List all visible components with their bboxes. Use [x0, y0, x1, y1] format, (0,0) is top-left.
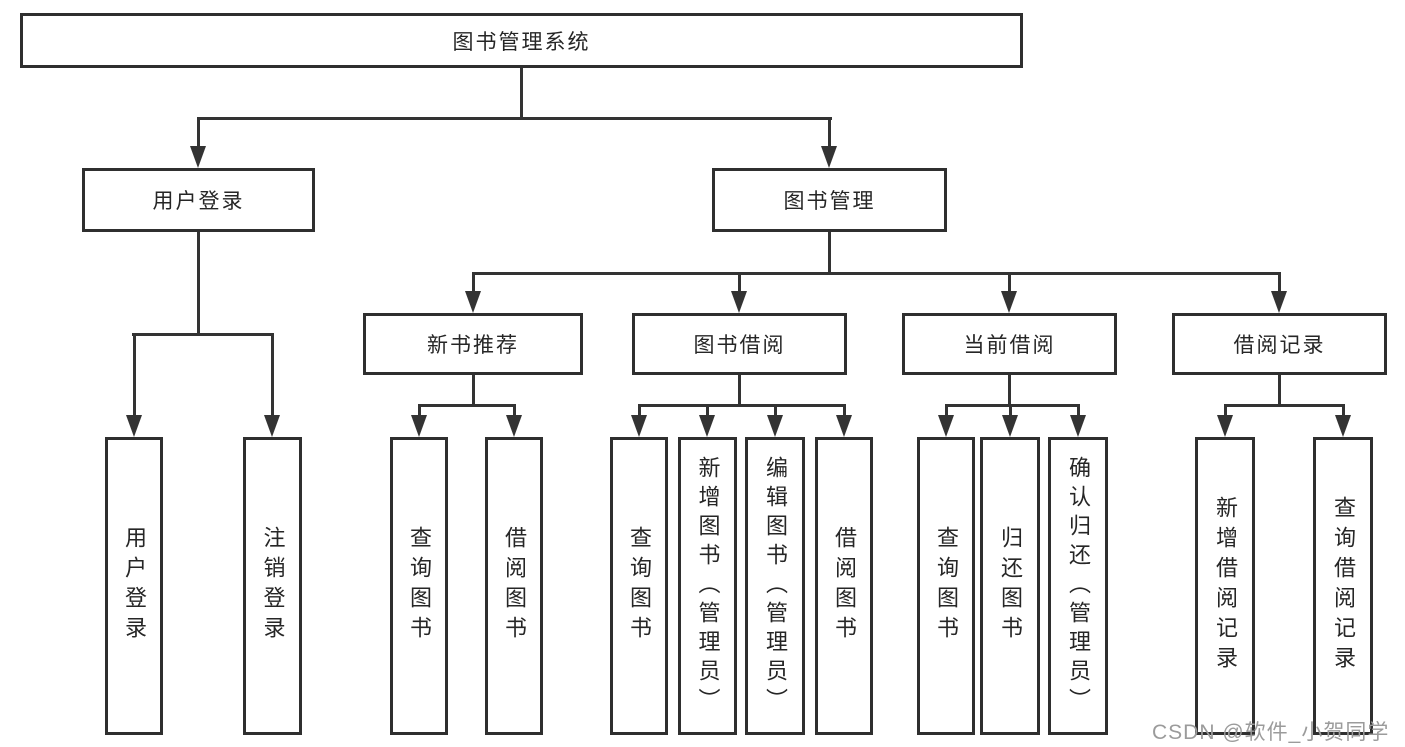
node-book-borrowing: 图书借阅	[632, 313, 847, 375]
connector-records-hline	[1224, 404, 1345, 407]
connector-shaft	[1008, 272, 1011, 293]
node-root-label: 图书管理系统	[452, 30, 591, 54]
leaf-confirm-return-admin-label: 确认归还（管理员）	[1066, 455, 1091, 717]
connector-current-stub	[1008, 375, 1011, 406]
connector-root-stub	[520, 68, 523, 119]
arrow-down-icon	[1271, 291, 1287, 313]
connector-shaft	[945, 404, 948, 417]
node-book-management-label: 图书管理	[783, 190, 876, 213]
arrow-down-icon	[938, 415, 954, 437]
connector-shaft	[1278, 272, 1281, 293]
connector-recommend-hline	[418, 404, 516, 407]
node-book-borrowing-label: 图书借阅	[693, 334, 786, 357]
connector-shaft	[1342, 404, 1345, 417]
arrow-down-icon	[821, 146, 837, 168]
connector-shaft	[1009, 404, 1012, 417]
leaf-query-books-recommend: 查询图书	[390, 437, 448, 735]
arrow-down-icon	[836, 415, 852, 437]
node-current-borrowing-label: 当前借阅	[963, 334, 1056, 357]
arrow-down-icon	[1001, 291, 1017, 313]
node-current-borrowing: 当前借阅	[902, 313, 1117, 375]
leaf-add-books-admin: 新增图书（管理员）	[678, 437, 737, 735]
leaf-logout-login-label: 注销登录	[260, 526, 286, 646]
arrow-down-icon	[1070, 415, 1086, 437]
leaf-add-borrow-record-label: 新增借阅记录	[1213, 496, 1238, 676]
arrow-down-icon	[126, 415, 142, 437]
leaf-query-books-borrowing: 查询图书	[610, 437, 668, 735]
leaf-edit-books-admin: 编辑图书（管理员）	[745, 437, 805, 735]
arrow-down-icon	[264, 415, 280, 437]
leaf-query-borrow-record-label: 查询借阅记录	[1331, 496, 1356, 676]
node-new-book-recommendation: 新书推荐	[363, 313, 583, 375]
connector-shaft	[843, 404, 846, 417]
leaf-borrow-books-recommend-label: 借阅图书	[502, 526, 527, 646]
arrow-down-icon	[411, 415, 427, 437]
connector-borrowing-stub	[738, 375, 741, 406]
leaf-add-books-admin-label: 新增图书（管理员）	[695, 455, 721, 717]
connector-shaft	[271, 333, 274, 417]
node-new-book-recommendation-label: 新书推荐	[427, 334, 519, 357]
connector-shaft	[828, 117, 831, 148]
leaf-query-books-current-label: 查询图书	[934, 526, 959, 646]
connector-shaft	[738, 272, 741, 293]
connector-user-login-stub	[197, 232, 200, 335]
arrow-down-icon	[506, 415, 522, 437]
node-borrowing-records: 借阅记录	[1172, 313, 1387, 375]
arrow-down-icon	[1002, 415, 1018, 437]
connector-shaft	[1077, 404, 1080, 417]
connector-borrowing-hline	[638, 404, 846, 407]
leaf-query-borrow-record: 查询借阅记录	[1313, 437, 1373, 735]
arrow-down-icon	[767, 415, 783, 437]
leaf-edit-books-admin-label: 编辑图书（管理员）	[763, 455, 788, 717]
connector-shaft	[513, 404, 516, 417]
connector-shaft	[418, 404, 421, 417]
node-borrowing-records-label: 借阅记录	[1233, 334, 1326, 357]
connector-shaft	[706, 404, 709, 417]
node-user-login: 用户登录	[82, 168, 315, 232]
connector-shaft	[472, 272, 475, 293]
leaf-user-login: 用户登录	[105, 437, 163, 735]
node-user-login-label: 用户登录	[152, 190, 245, 213]
leaf-borrow-books-borrowing-label: 借阅图书	[832, 526, 857, 646]
node-book-management: 图书管理	[712, 168, 947, 232]
arrow-down-icon	[190, 146, 206, 168]
leaf-add-borrow-record: 新增借阅记录	[1195, 437, 1255, 735]
connector-book-mgmt-stub	[828, 232, 831, 274]
arrow-down-icon	[1335, 415, 1351, 437]
leaf-user-login-label: 用户登录	[122, 526, 147, 646]
leaf-query-books-recommend-label: 查询图书	[407, 526, 432, 646]
leaf-return-books: 归还图书	[980, 437, 1040, 735]
leaf-borrow-books-borrowing: 借阅图书	[815, 437, 873, 735]
connector-shaft	[638, 404, 641, 417]
csdn-watermark: CSDN @软件_小贺同学	[1152, 721, 1390, 744]
arrow-down-icon	[465, 291, 481, 313]
leaf-query-books-borrowing-label: 查询图书	[627, 526, 652, 646]
leaf-return-books-label: 归还图书	[998, 526, 1023, 646]
connector-level1-hline	[197, 117, 832, 120]
connector-level2-hline	[472, 272, 1281, 275]
leaf-query-books-current: 查询图书	[917, 437, 975, 735]
arrow-down-icon	[631, 415, 647, 437]
leaf-logout-login: 注销登录	[243, 437, 302, 735]
arrow-down-icon	[731, 291, 747, 313]
connector-shaft	[197, 117, 200, 148]
connector-records-stub	[1278, 375, 1281, 406]
leaf-borrow-books-recommend: 借阅图书	[485, 437, 543, 735]
arrow-down-icon	[1217, 415, 1233, 437]
connector-shaft	[1224, 404, 1227, 417]
connector-recommend-stub	[472, 375, 475, 406]
connector-shaft	[774, 404, 777, 417]
connector-user-login-hline	[132, 333, 274, 336]
connector-current-hline	[945, 404, 1080, 407]
node-root: 图书管理系统	[20, 13, 1023, 68]
arrow-down-icon	[699, 415, 715, 437]
leaf-confirm-return-admin: 确认归还（管理员）	[1048, 437, 1108, 735]
connector-shaft	[133, 333, 136, 417]
